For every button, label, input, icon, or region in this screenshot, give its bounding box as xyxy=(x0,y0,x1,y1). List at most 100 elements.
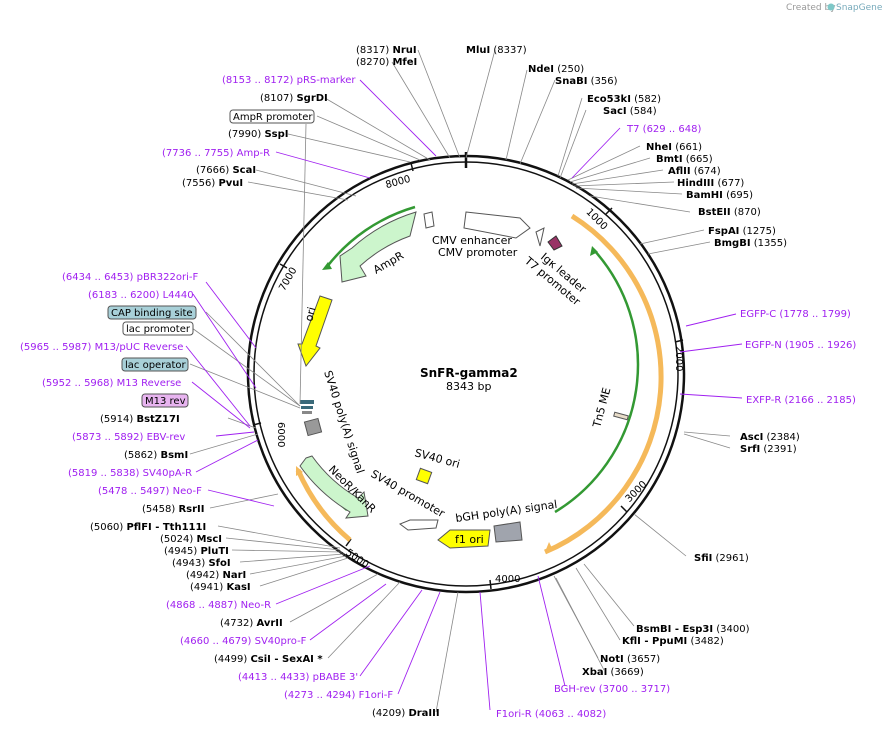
cds-green-arrowhead xyxy=(590,246,598,256)
egfp-band xyxy=(544,213,664,555)
lac-operator-box xyxy=(121,357,189,372)
site-position: (4209) xyxy=(372,708,405,719)
site-position: (5873 .. 5892) xyxy=(72,432,144,443)
site-name: Amp-R xyxy=(237,148,271,159)
site-label-pflfi: (5060) PflFI - Tth111I xyxy=(90,522,206,533)
site-label-bamhi: BamHI (695) xyxy=(686,190,753,201)
site-name: BsmI xyxy=(160,450,188,461)
lac-operator-label: lac operator xyxy=(125,360,186,371)
ampr-promoter-box xyxy=(229,109,315,124)
site-name: MscI xyxy=(196,534,222,545)
site-position: (8337) xyxy=(493,45,526,56)
site-label-sfii: SfiI (2961) xyxy=(694,553,749,564)
site-position: (8153 .. 8172) xyxy=(222,75,294,86)
site-name: SrfI xyxy=(740,444,760,455)
site-position: (6434 .. 6453) xyxy=(62,272,134,283)
lac-marker-1 xyxy=(300,400,314,404)
site-label-m13puc: (5965 .. 5987) M13/pUC Reverse xyxy=(20,342,183,353)
ampr-green-arrowhead xyxy=(322,262,332,270)
site-label-f1orif: (4273 .. 4294) F1ori-F xyxy=(284,690,393,701)
bgh-polya-label: bGH poly(A) signal xyxy=(455,498,559,525)
cds-green-arc xyxy=(554,249,640,514)
site-position: (5478 .. 5497) xyxy=(98,486,170,497)
site-label-egfpc: EGFP-C (1778 .. 1799) xyxy=(740,309,851,320)
site-position: (5060) xyxy=(90,522,123,533)
site-name: BamHI xyxy=(686,190,723,201)
site-label-rsrii: (5458) RsrII xyxy=(142,504,204,515)
f1-ori-label: f1 ori xyxy=(455,533,484,546)
site-name: FspAI xyxy=(708,226,739,237)
site-label-noti: NotI (3657) xyxy=(600,654,660,665)
site-name: HindIII xyxy=(677,178,714,189)
site-label-pbabe: (4413 .. 4433) pBABE 3' xyxy=(238,672,358,683)
bgh-polya-box xyxy=(493,521,523,543)
site-name: L4440 xyxy=(163,290,194,301)
site-label-aflii: AflII (674) xyxy=(668,166,721,177)
tick-label-2000: 2000 xyxy=(673,346,684,371)
site-label-srfi: SrfI (2391) xyxy=(740,444,797,455)
site-name: EXFP-R xyxy=(746,395,781,406)
cap-site-box xyxy=(107,305,197,320)
site-label-sfoi: (4943) SfoI xyxy=(172,558,231,569)
sv40-promoter-arrow xyxy=(398,519,439,531)
site-position: (5862) xyxy=(124,450,157,461)
sv40-polya-label: SV40 poly(A) signal xyxy=(321,369,367,475)
site-label-eco53ki: Eco53kI (582) xyxy=(587,94,661,105)
site-label-bsmbi: BsmBI - Esp3I (3400) xyxy=(636,624,750,635)
site-label-snabi: SnaBI (356) xyxy=(555,76,618,87)
site-name: BmtI xyxy=(656,154,683,165)
plasmid-name: SnFR-gamma2 xyxy=(420,366,518,380)
site-position: (695) xyxy=(726,190,753,201)
site-name: PvuI xyxy=(218,178,243,189)
site-label-pbr322: (6434 .. 6453) pBR322ori-F xyxy=(62,272,198,283)
site-name: ScaI xyxy=(232,165,256,176)
site-label-bmgbi: BmgBI (1355) xyxy=(714,238,787,249)
site-name: pBABE 3' xyxy=(313,672,359,683)
site-label-bmti: BmtI (665) xyxy=(656,154,713,165)
site-position: (4413 .. 4433) xyxy=(238,672,310,683)
ori-label: ori xyxy=(302,306,318,323)
site-label-neor_p: (4868 .. 4887) Neo-R xyxy=(166,600,271,611)
site-position: (661) xyxy=(675,142,702,153)
site-name: EBV-rev xyxy=(147,432,186,443)
site-label-sv40pro: (4660 .. 4679) SV40pro-F xyxy=(180,636,307,647)
igk-leader-arrow xyxy=(547,235,563,251)
cmv-enhancer-label: CMV enhancer xyxy=(432,234,512,247)
lac-promoter-box xyxy=(122,321,194,336)
site-position: (1905 .. 1926) xyxy=(785,340,857,351)
site-name: XbaI xyxy=(582,667,607,678)
site-name: NarI xyxy=(222,570,246,581)
site-position: (8107) xyxy=(260,93,293,104)
site-name: EGFP-N xyxy=(745,340,782,351)
site-position: (665) xyxy=(686,154,713,165)
site-position: (6183 .. 6200) xyxy=(88,290,160,301)
site-name: pBR322ori-F xyxy=(137,272,199,283)
site-name: NruI xyxy=(392,45,416,56)
site-label-asci: AscI (2384) xyxy=(740,432,800,443)
site-name: Neo-R xyxy=(241,600,272,611)
site-position: (4941) xyxy=(190,582,223,593)
site-name: BGH-rev xyxy=(554,684,596,695)
site-position: (4063 .. 4082) xyxy=(535,709,607,720)
site-label-saci: SacI (584) xyxy=(603,106,657,117)
ampr-arrow xyxy=(339,211,417,283)
site-label-bsteii: BstEII (870) xyxy=(698,207,761,218)
sv40-ori-box xyxy=(415,467,433,485)
site-position: (3700 .. 3717) xyxy=(599,684,671,695)
site-label-csii: (4499) CsiI - SexAI * xyxy=(214,654,323,665)
site-position: (1778 .. 1799) xyxy=(779,309,851,320)
lac-marker-3 xyxy=(302,411,312,414)
site-name: PluTI xyxy=(200,546,228,557)
site-name: Eco53kI xyxy=(587,94,631,105)
site-label-hindiii: HindIII (677) xyxy=(677,178,744,189)
site-name: pRS-marker xyxy=(297,75,357,86)
site-name: NdeI xyxy=(528,64,554,75)
site-name: SV40pA-R xyxy=(143,468,192,479)
cap-site-label: CAP binding site xyxy=(111,308,193,319)
site-position: (5914) xyxy=(100,414,133,425)
sv40-polya-box xyxy=(303,417,323,437)
site-name: NheI xyxy=(646,142,672,153)
site-name: F1ori-F xyxy=(359,690,394,701)
f1-ori-arrow xyxy=(437,529,491,549)
leader-lines xyxy=(189,49,731,713)
